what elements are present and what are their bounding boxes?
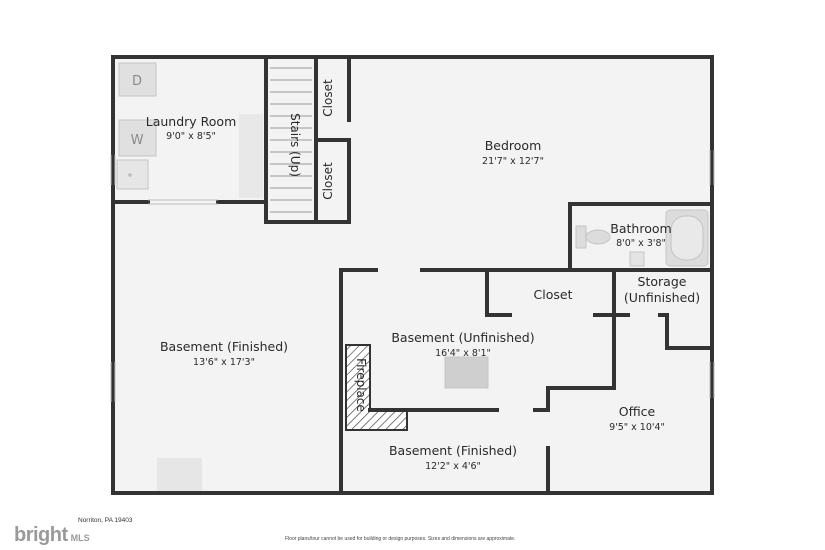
bathroom-dims: 8'0" x 3'8" xyxy=(616,238,666,249)
closet-bottom-label: Closet xyxy=(321,162,335,200)
washer-letter: W xyxy=(131,133,144,148)
closet-mid-label: Closet xyxy=(534,287,573,302)
vanity-sink-icon xyxy=(629,251,645,267)
fixtures xyxy=(116,62,709,491)
dryer-letter: D xyxy=(132,74,142,89)
bedroom-dims: 21'7" x 12'7" xyxy=(482,156,544,167)
footer-address: Norriton, PA 19403 xyxy=(78,517,133,524)
dryer-icon xyxy=(118,62,157,97)
storage-name-2: (Unfinished) xyxy=(624,290,700,305)
footer-disclaimer: Floor plans/tour cannot be used for buil… xyxy=(285,536,516,542)
windows xyxy=(110,150,715,402)
laundry-room-dims: 9'0" x 8'5" xyxy=(166,131,216,142)
sump-icon xyxy=(157,458,202,491)
bathtub-basin-icon xyxy=(670,215,704,261)
walls xyxy=(111,55,714,495)
bright-mls-logo: bright MLS xyxy=(10,524,94,548)
closet-top-label: Closet xyxy=(321,79,335,117)
basement-unfinished-name: Basement (Unfinished) xyxy=(391,330,534,345)
laundry-room-name: Laundry Room xyxy=(146,114,237,129)
water-heater-icon xyxy=(239,114,263,198)
basement-unfinished-dims: 16'4" x 8'1" xyxy=(435,348,491,359)
stairs-label: Stairs (Up) xyxy=(288,113,302,177)
stairs-treads xyxy=(270,67,312,213)
basement-left-dims: 13'6" x 17'3" xyxy=(193,357,255,368)
toilet-tank-icon xyxy=(575,225,587,249)
washer-icon xyxy=(118,119,157,157)
sink-drain-icon xyxy=(128,173,132,177)
basement-bottom-dims: 12'2" x 4'6" xyxy=(425,461,481,472)
logo-main-text: bright xyxy=(14,524,68,546)
furnace-icon xyxy=(444,356,489,389)
toilet-icon xyxy=(585,229,611,245)
basement-left-name: Basement (Finished) xyxy=(160,339,288,354)
bathroom-name: Bathroom xyxy=(610,221,671,236)
office-dims: 9'5" x 10'4" xyxy=(609,422,665,433)
office-name: Office xyxy=(619,404,656,419)
basement-bottom-name: Basement (Finished) xyxy=(389,443,517,458)
logo-sub-text: MLS xyxy=(70,533,90,543)
utility-sink-icon xyxy=(116,159,149,190)
storage-name-1: Storage xyxy=(638,274,687,289)
fireplace-label: Fireplace xyxy=(354,358,368,412)
bedroom-name: Bedroom xyxy=(485,138,542,153)
labels: D W Laundry Room 9'0" x 8'5" Stairs (Up)… xyxy=(131,74,701,472)
